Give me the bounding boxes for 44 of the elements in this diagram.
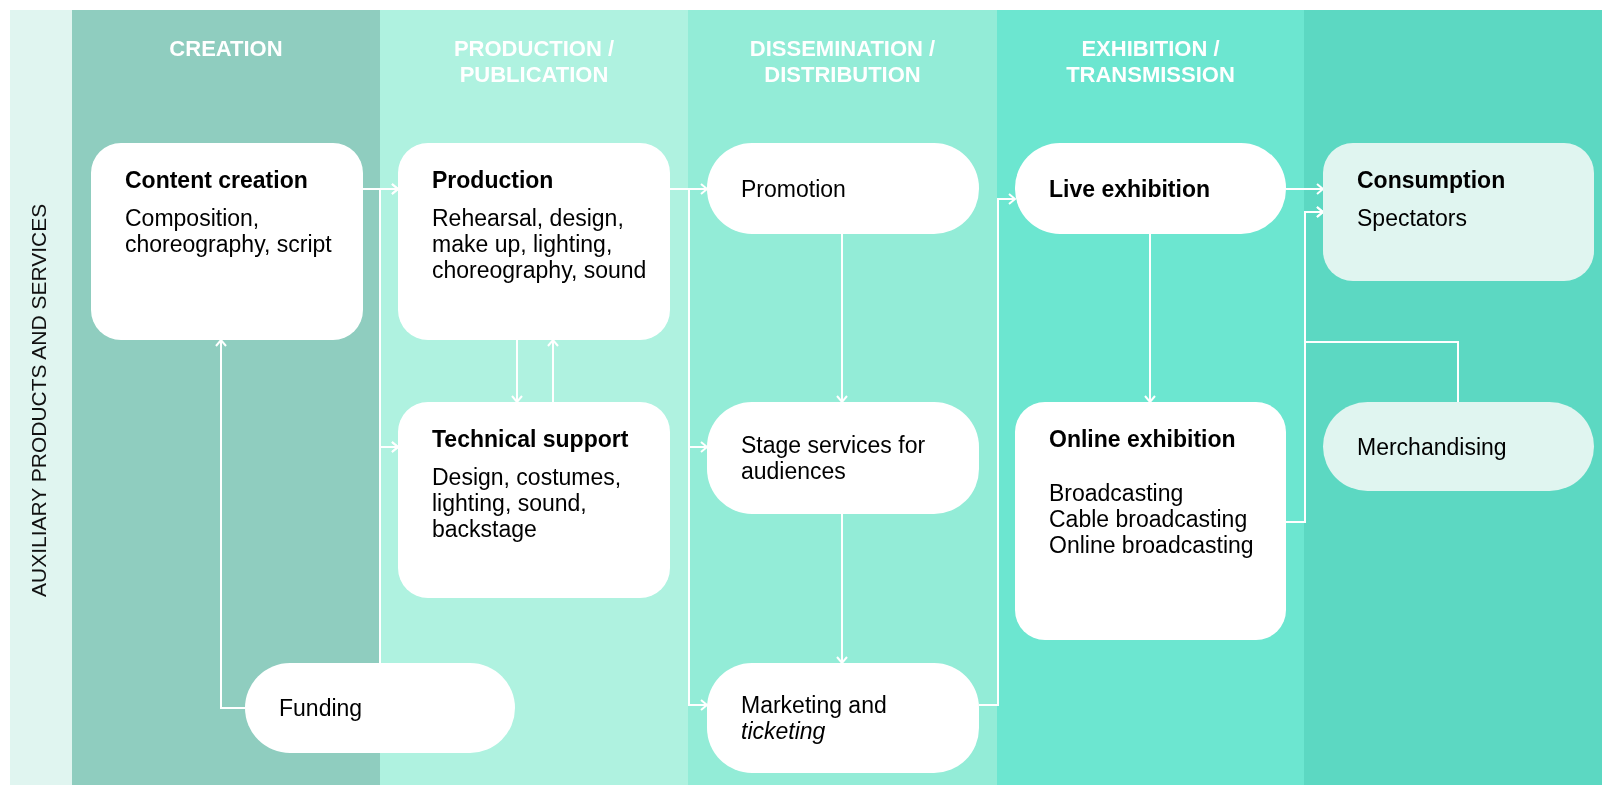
node-text: Cable broadcasting	[1049, 506, 1249, 532]
process-box	[707, 402, 979, 514]
arrow	[836, 513, 848, 664]
arrow	[836, 233, 848, 403]
arrow	[1285, 183, 1324, 195]
column-band	[380, 10, 688, 785]
arrow	[1144, 233, 1156, 403]
arrow	[547, 339, 559, 403]
process-box	[1323, 143, 1594, 281]
column-heading: CREATION	[168, 36, 284, 62]
column-band	[72, 10, 380, 785]
node-text: Marketing and ticketing	[741, 692, 888, 744]
node-title: Live exhibition	[1049, 175, 1212, 202]
arrow	[978, 193, 1016, 706]
column-band	[997, 10, 1304, 785]
node-text: Design, costumes, lighting, sound, backstage	[432, 464, 623, 542]
process-box	[1015, 402, 1286, 640]
process-box	[707, 663, 979, 773]
node-text: Rehearsal, design, make up, lighting, choreography, sound	[432, 205, 648, 283]
process-box	[398, 143, 670, 340]
node-title: Production	[432, 167, 555, 193]
node-title: Content creation	[125, 167, 309, 193]
arrow	[511, 339, 523, 403]
side-band	[10, 10, 72, 785]
node-text: Funding	[279, 695, 364, 721]
band-label: AUXILIARY PRODUCTS AND SERVICES	[27, 202, 51, 599]
arrow	[1304, 206, 1459, 403]
arrow	[215, 339, 246, 709]
column-band	[688, 10, 997, 785]
node-text: Broadcasting	[1049, 480, 1185, 506]
node-text: Promotion	[741, 175, 847, 202]
column-heading: DISSEMINATION / DISTRIBUTION	[748, 36, 937, 88]
column-heading: EXHIBITION / TRANSMISSION	[1065, 36, 1236, 88]
node-text: Online broadcasting	[1049, 532, 1255, 558]
column-heading: PRODUCTION / PUBLICATION	[452, 36, 616, 88]
node-text: Merchandising	[1357, 433, 1508, 460]
process-box	[398, 402, 670, 598]
node-text: Stage services for audiences	[741, 432, 927, 484]
process-box	[91, 143, 363, 340]
node-text: Spectators	[1357, 205, 1468, 231]
node-text: Composition, choreography, script	[125, 205, 333, 257]
node-title: Consumption	[1357, 167, 1507, 193]
node-title: Technical support	[432, 426, 630, 452]
node-title: Online exhibition	[1049, 426, 1237, 452]
